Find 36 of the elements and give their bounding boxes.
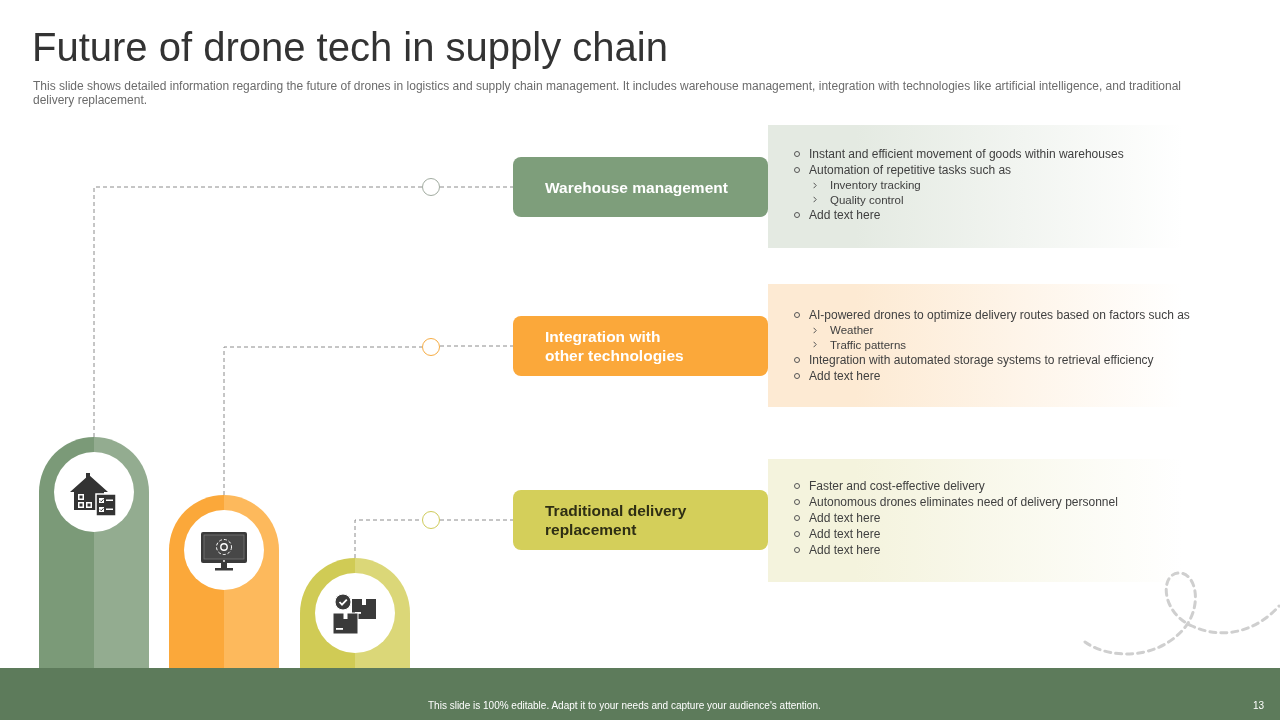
dashed-connector: [223, 346, 423, 496]
bullet-text: Add text here: [809, 542, 881, 558]
bullet-text: Add text here: [809, 526, 881, 542]
bullet-text: Autonomous drones eliminates need of delivery personnel: [809, 494, 1118, 510]
pillar-bar: [169, 495, 279, 668]
sub-bullet-text: Quality control: [830, 192, 904, 207]
category-title: Integration with other technologies: [545, 327, 685, 365]
dashed-connector: [439, 186, 514, 188]
page-number: 13: [1253, 699, 1265, 712]
pillar-bar: [300, 558, 410, 668]
bullet-text: Instant and efficient movement of goods within warehouses: [809, 146, 1124, 162]
category-tag: [513, 316, 768, 376]
junction-circle: [422, 511, 440, 529]
bullet-text: AI-powered drones to optimize delivery routes based on factors such as: [809, 307, 1190, 323]
bullet-text: Add text here: [809, 207, 881, 223]
pillar-bar: [39, 437, 149, 668]
junction-circle: [422, 338, 440, 356]
slide-title: Future of drone tech in supply chain: [32, 24, 668, 70]
sub-bullet-text: Inventory tracking: [830, 178, 921, 192]
sub-bullet-text: Weather: [830, 323, 874, 337]
dashed-connector: [439, 519, 514, 521]
bullet-text: Add text here: [809, 510, 881, 526]
category-tag: [513, 157, 768, 217]
bullet-text: Integration with automated storage systems to retrieval efficiency: [809, 352, 1154, 368]
category-title: Traditional delivery replacement: [545, 501, 688, 539]
bullet-text: Automation of repetitive tasks such as: [809, 162, 1012, 178]
sub-bullet-text: Traffic patterns: [830, 337, 907, 352]
footer-note: This slide is 100% editable. Adapt it to your needs and capture your audience's attention.: [428, 699, 821, 712]
dashed-connector: [93, 186, 423, 438]
category-title: Warehouse management: [545, 177, 728, 197]
junction-circle: [422, 178, 440, 196]
category-tag: [513, 490, 768, 550]
dashed-connector: [439, 345, 514, 347]
subtitle-text: This slide shows detailed information regarding the future of drones in logistics and supply chain management. It includes warehouse management, integration with technologies like artificial intelligence, and traditional delivery replacement.: [33, 79, 1182, 107]
bullet-text: Add text here: [809, 368, 881, 384]
bullet-text: Faster and cost-effective delivery: [809, 478, 985, 494]
